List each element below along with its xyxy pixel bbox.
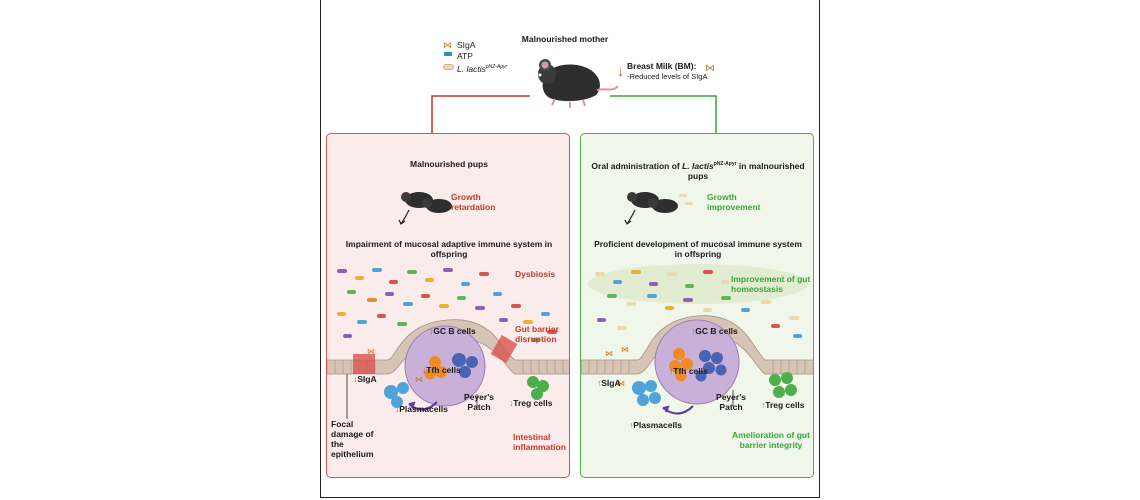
right-heading: Proficient development of mucosal immune… — [594, 239, 802, 259]
legend-lactis: L. lactis — [457, 63, 486, 74]
svg-text:⋈: ⋈ — [605, 349, 613, 358]
left-sigA: SIgA — [357, 374, 377, 384]
right-growth: Growth improvement — [707, 192, 761, 212]
pups-icon — [398, 192, 452, 225]
up-arrow-icon: ↑ — [597, 378, 602, 388]
focal-damage-mark — [353, 354, 375, 374]
left-peyers: Peyer's Patch — [464, 392, 494, 412]
legend-sigA: SIgA — [457, 40, 476, 50]
left-gcb: GC B cells — [433, 326, 476, 336]
tfh-cells — [424, 356, 447, 380]
right-plasma: Plasmacells — [633, 420, 682, 430]
plasma-cells — [384, 382, 409, 408]
down-arrow-icon: ↓ — [422, 365, 427, 375]
panel-lactis-treated-pups: Oral administration of L. lactispNZ-Apyr… — [580, 133, 814, 478]
right-peyers: Peyer's Patch — [716, 392, 746, 412]
sigA-icon: ⋈ — [705, 63, 715, 74]
bm-detail: -Reduced levels of SIgA — [627, 72, 708, 81]
down-arrow-icon: ↓ — [353, 374, 358, 384]
left-growth: Growth retardation — [451, 192, 496, 212]
down-arrow-icon: ↓ — [509, 398, 514, 408]
right-sigA: SIgA — [601, 378, 621, 388]
right-title: Oral administration of L. lactispNZ-Apyr… — [591, 159, 805, 181]
down-arrow-icon: ↓ — [617, 63, 624, 79]
peyers-patch — [404, 325, 486, 407]
tfh-cells — [669, 348, 693, 382]
legend-atp: ATP — [457, 51, 473, 61]
left-plasma: Plasmacells — [399, 404, 448, 414]
svg-text:⋈: ⋈ — [617, 379, 625, 388]
up-arrow-icon: ↑ — [629, 420, 634, 430]
peyers-patch — [654, 319, 740, 405]
svg-text:⋈: ⋈ — [621, 345, 629, 354]
gc-b-cells — [695, 350, 727, 382]
right-title-post: in malnourished pups — [687, 160, 805, 181]
treg-cells — [527, 376, 549, 400]
treg-cells — [769, 372, 797, 398]
right-title-sup: pNZ-Apyr — [713, 161, 737, 167]
svg-text:⋈: ⋈ — [367, 347, 375, 356]
branch-lines — [431, 95, 717, 134]
right-homeostasis: Improvement of gut homeostasis — [731, 274, 811, 294]
right-title-lactis: L. lactis — [682, 160, 714, 171]
left-heading: Impairment of mucosal adaptive immune sy… — [345, 239, 553, 259]
pups-icon — [624, 192, 693, 225]
bacteria-cluster — [337, 268, 557, 342]
lactis-icon — [443, 64, 454, 70]
left-inflammation: Intestinal inflammation — [513, 432, 566, 452]
left-gut-illustration: ⋈ ⋈ — [327, 268, 569, 419]
panel-malnourished-pups: Malnourished pups Growth retardation Imp… — [326, 133, 570, 478]
mouse-icon — [538, 59, 619, 108]
plasma-cells — [632, 380, 661, 406]
atp-icon — [444, 52, 452, 56]
legend: ⋈ SIgA ATP L. lactispNZ-Apyr — [443, 40, 533, 74]
left-title: Malnourished pups — [410, 159, 488, 169]
left-treg: Treg cells — [513, 398, 553, 408]
up-arrow-icon: ↑ — [691, 326, 696, 336]
sigA-icon: ⋈ — [443, 40, 452, 50]
right-title-pre: Oral administration of — [591, 160, 683, 171]
right-gut-illustration: ⋈ ⋈ ⋈ — [581, 264, 813, 415]
right-tfh: Tfh cells — [673, 366, 708, 376]
up-arrow-icon: ↑ — [669, 366, 674, 376]
figure-frame — [320, 0, 820, 498]
up-arrow-icon: ↑ — [761, 400, 766, 410]
right-treg: Treg cells — [765, 400, 805, 410]
left-tfh: Tfh cells — [426, 365, 461, 375]
right-gcb: GC B cells — [695, 326, 738, 336]
left-gut-barrier: Gut barrier disruption — [515, 324, 559, 344]
down-arrow-icon: ↓ — [395, 404, 400, 414]
bm-label: Breast Milk (BM): — [627, 61, 697, 71]
legend-lactis-sup: pNZ-Apyr — [485, 64, 508, 70]
right-amelioration: Amelioration of gut barrier integrity — [732, 430, 810, 450]
mother-title: Malnourished mother — [521, 34, 609, 44]
left-focal: Focal damage of the epithelium — [331, 419, 374, 459]
down-arrow-icon: ↓ — [429, 326, 434, 336]
bacteria-cluster — [595, 270, 802, 338]
gc-b-cells — [452, 353, 478, 378]
left-dysbiosis: Dysbiosis — [515, 269, 556, 279]
svg-text:⋈: ⋈ — [415, 375, 423, 384]
